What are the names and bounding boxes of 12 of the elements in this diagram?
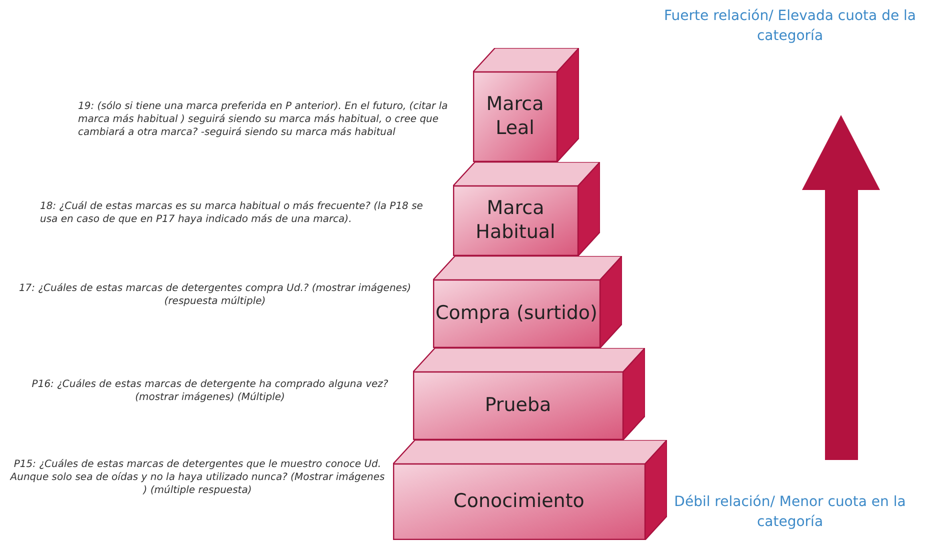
question-note: 17: ¿Cuáles de estas marcas de detergentes compra Ud.? (mostrar imágenes) (respuesta múltiple)	[18, 282, 412, 308]
question-note: P16: ¿Cuáles de estas marcas de detergente ha comprado alguna vez? (mostrar imágenes) (Múltiple)	[30, 378, 390, 404]
level-label: Marca Habitual	[474, 197, 556, 245]
level-label: Marca Leal	[485, 93, 545, 141]
relation-note: Débil relación/ Menor cuota en la categoría	[673, 493, 907, 532]
level-label: Prueba	[484, 394, 552, 418]
question-note: 18: ¿Cuál de estas marcas es su marca habitual o más frecuente? (la P18 se usa en caso de que en P17 haya indicado más de una marca).	[40, 200, 424, 226]
question-note: P15: ¿Cuáles de estas marcas de detergentes que le muestro conoce Ud. Aunque solo sea de oídas y no la haya utilizado nunca? (Mostrar imágenes ) (múltiple respuesta)	[10, 458, 385, 497]
level-label: Compra (surtido)	[436, 302, 598, 326]
question-note: 19: (sólo si tiene una marca preferida en P anterior). En el futuro, (citar la marca más habitual ) seguirá siendo su marca más habitual, o cree que cambiará a otra marca? -seguirá siendo su marca más habitual	[78, 100, 449, 139]
level-label: Conocimiento	[454, 490, 584, 514]
relation-note: Fuerte relación/ Elevada cuota de la categoría	[662, 7, 917, 46]
